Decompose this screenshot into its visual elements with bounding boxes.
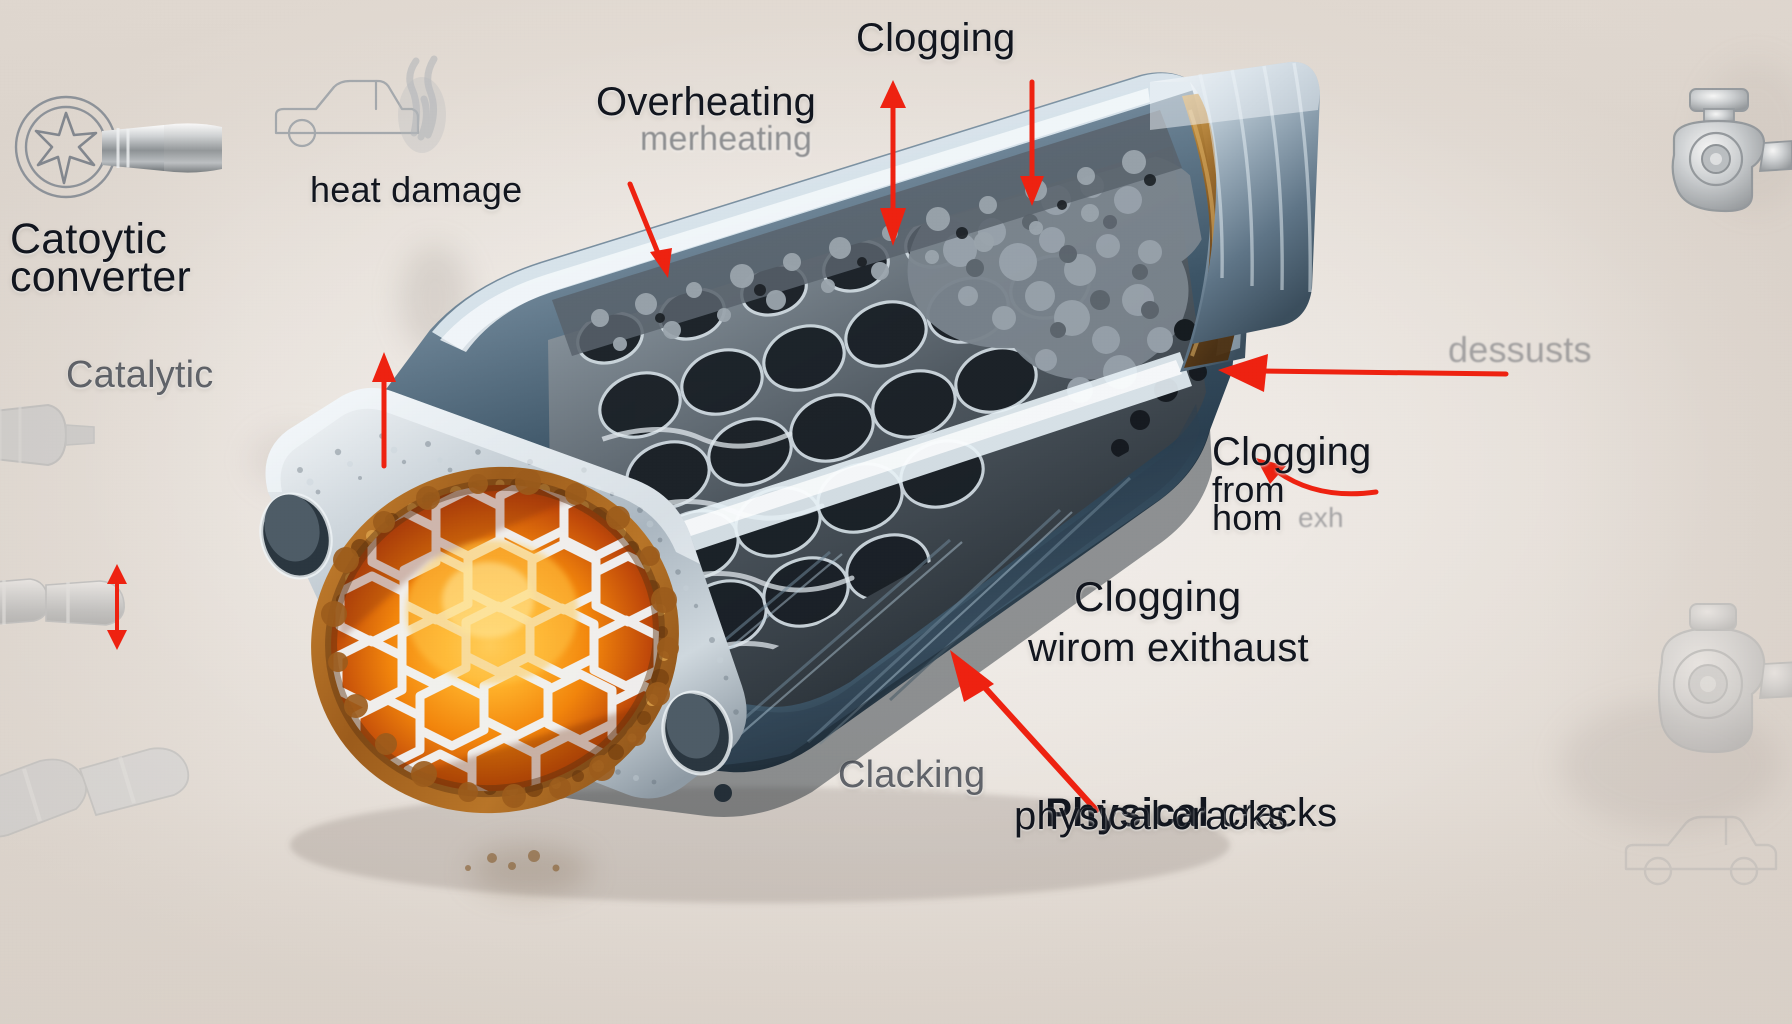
catalytic-secondary-label: Catalytic [66,354,214,396]
overheating-label: Overheating [596,80,817,124]
physical-cracks-rest: cracks [1209,790,1338,835]
clogging-exhaust-label-line1: Clogging [1074,573,1242,620]
clogging-from-label-line3-ghost: exh [1298,502,1344,533]
catalytic-converter-caption-line2: converter [10,253,192,301]
dessusts-label: dessusts [1448,329,1592,370]
clogging-exhaust-label-line2: wirom exithaust [1028,626,1309,670]
clogging-from-label-line2: from [1212,469,1285,510]
catalytic-converter-caption-line1: Catoytic [10,215,167,263]
clogging-top-label: Clogging [856,16,1016,60]
clacking-label: Clacking [838,754,986,796]
clogging-from-label-line1: Clogging [1212,430,1372,474]
clogging-from-label-line3: hom [1212,497,1283,538]
overheating-ghost-label: merheating [640,120,813,158]
heat-damage-label: heat damage [310,169,523,210]
physical-cracks-bold: Physical [1045,790,1210,835]
physical-cracks-label-line2: physical cracks [1014,794,1289,838]
physical-cracks-label-line1: Physical cracks [1000,752,1337,874]
